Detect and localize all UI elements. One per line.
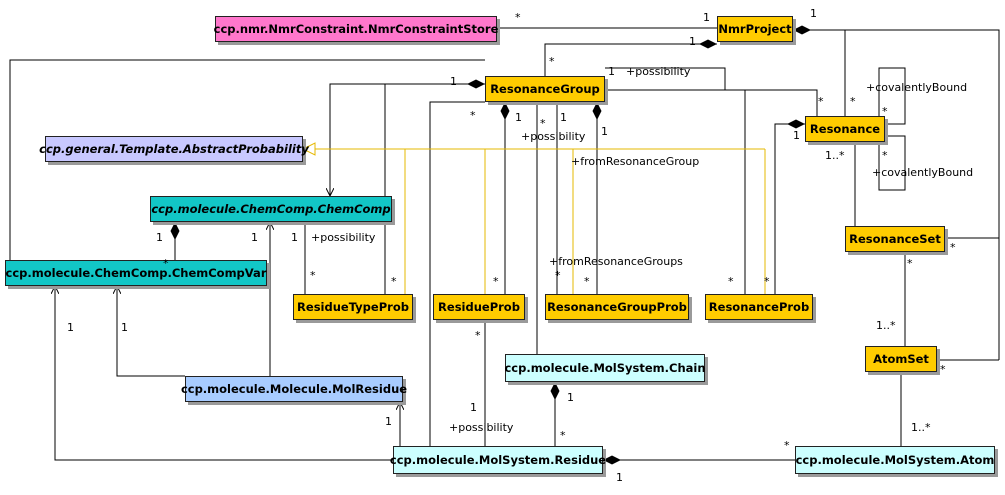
label-from-resonance-groups: +fromResonanceGroups bbox=[549, 255, 683, 268]
label-many: * bbox=[882, 149, 888, 162]
label-one: 1 bbox=[601, 125, 608, 138]
label-one: 1 bbox=[616, 471, 623, 484]
class-atom-set[interactable]: AtomSet bbox=[865, 346, 937, 372]
assoc-nmr-project-to-resonance-group bbox=[544, 39, 717, 76]
class-mol-residue[interactable]: ccp.molecule.Molecule.MolResidue bbox=[181, 376, 407, 402]
label-one-to-many: 1..* bbox=[911, 421, 931, 434]
assoc-nmr-project-to-residue bbox=[793, 29, 1000, 360]
label-possibility: +possibility bbox=[626, 65, 691, 78]
label-many: * bbox=[764, 275, 770, 288]
label-many: * bbox=[310, 269, 316, 282]
assoc-resonance-covalently-bound bbox=[878, 67, 906, 191]
generalization-lines bbox=[301, 142, 766, 294]
class-residue-prob[interactable]: ResidueProb bbox=[433, 294, 525, 320]
label-one: 1 bbox=[67, 321, 74, 334]
label-many: * bbox=[907, 257, 913, 270]
class-residue[interactable]: ccp.molecule.MolSystem.Residue bbox=[390, 446, 606, 474]
class-nmr-constraint-store[interactable]: ccp.nmr.NmrConstraint.NmrConstraintStore bbox=[214, 16, 498, 42]
label-covalently-bound: +covalentlyBound bbox=[872, 166, 974, 179]
label-one: 1 bbox=[291, 231, 298, 244]
label-covalently-bound: +covalentlyBound bbox=[866, 81, 968, 94]
label-one: 1 bbox=[450, 75, 457, 88]
class-resonance-group-prob[interactable]: ResonanceGroupProb bbox=[545, 294, 689, 320]
label-many: * bbox=[515, 11, 521, 24]
label-one: 1 bbox=[567, 391, 574, 404]
label-one: 1 bbox=[515, 111, 522, 124]
label-one: 1 bbox=[251, 231, 258, 244]
assoc-residue-to-chem-comp-var bbox=[55, 286, 393, 461]
assoc-resonance-group-to-chem-comp bbox=[330, 83, 485, 196]
class-resonance-group[interactable]: ResonanceGroup bbox=[485, 76, 605, 102]
class-chem-comp-var[interactable]: ccp.molecule.ChemComp.ChemCompVar bbox=[5, 260, 267, 286]
class-chain[interactable]: ccp.molecule.MolSystem.Chain bbox=[504, 354, 706, 382]
class-resonance-prob[interactable]: ResonanceProb bbox=[705, 294, 813, 320]
label-one: 1 bbox=[608, 65, 615, 78]
label-many: * bbox=[560, 429, 566, 442]
class-resonance-set[interactable]: ResonanceSet bbox=[845, 226, 945, 252]
label-one: 1 bbox=[121, 321, 128, 334]
label-many: * bbox=[540, 117, 546, 130]
label-from-resonance-group: +fromResonanceGroup bbox=[571, 155, 700, 168]
label-one: 1 bbox=[810, 7, 817, 20]
label-many: * bbox=[470, 109, 476, 122]
assoc-resonance-group-to-chem-comp-var bbox=[10, 59, 485, 282]
label-many: * bbox=[784, 439, 790, 452]
assoc-resonance-to-resonance-prob bbox=[774, 119, 805, 294]
label-many: * bbox=[391, 275, 397, 288]
association-lines bbox=[10, 25, 1000, 465]
class-residue-type-prob[interactable]: ResidueTypeProb bbox=[293, 294, 413, 320]
label-many: * bbox=[940, 363, 946, 376]
label-many: * bbox=[728, 275, 734, 288]
label-possibility: +possibility bbox=[449, 421, 514, 434]
assoc-resonance-group-to-residue-type-prob bbox=[384, 79, 485, 294]
assoc-mol-residue-to-chem-comp-var bbox=[117, 286, 185, 377]
generalization-triangle bbox=[301, 142, 316, 156]
label-many: * bbox=[950, 241, 956, 254]
label-one: 1 bbox=[689, 35, 696, 48]
label-many: * bbox=[584, 275, 590, 288]
label-many: * bbox=[882, 105, 888, 118]
label-one: 1 bbox=[793, 129, 800, 142]
class-atom[interactable]: ccp.molecule.MolSystem.Atom bbox=[795, 446, 995, 474]
class-nmr-project[interactable]: NmrProject bbox=[717, 16, 793, 42]
label-one: 1 bbox=[470, 401, 477, 414]
label-one: 1 bbox=[156, 231, 163, 244]
label-one: 1 bbox=[385, 415, 392, 428]
label-many: * bbox=[818, 95, 824, 108]
assoc-resonance-group-to-resonance-prob bbox=[605, 89, 746, 294]
label-possibility: +possibility bbox=[521, 130, 586, 143]
label-many: * bbox=[163, 257, 169, 270]
label-one-to-many: 1..* bbox=[825, 149, 845, 162]
label-one: 1 bbox=[703, 11, 710, 24]
label-many: * bbox=[475, 329, 481, 342]
label-many: * bbox=[493, 275, 499, 288]
assoc-resonance-group-to-residue bbox=[429, 101, 485, 446]
label-one: 1 bbox=[560, 111, 567, 124]
label-many: * bbox=[555, 269, 561, 282]
label-many: * bbox=[850, 95, 856, 108]
class-resonance[interactable]: Resonance bbox=[805, 116, 885, 142]
label-many: * bbox=[549, 55, 555, 68]
label-one-to-many: 1..* bbox=[876, 319, 896, 332]
class-chem-comp[interactable]: ccp.molecule.ChemComp.ChemComp bbox=[150, 196, 392, 222]
label-possibility: +possibility bbox=[311, 231, 376, 244]
class-abstract-probability[interactable]: ccp.general.Template.AbstractProbability bbox=[39, 136, 309, 162]
